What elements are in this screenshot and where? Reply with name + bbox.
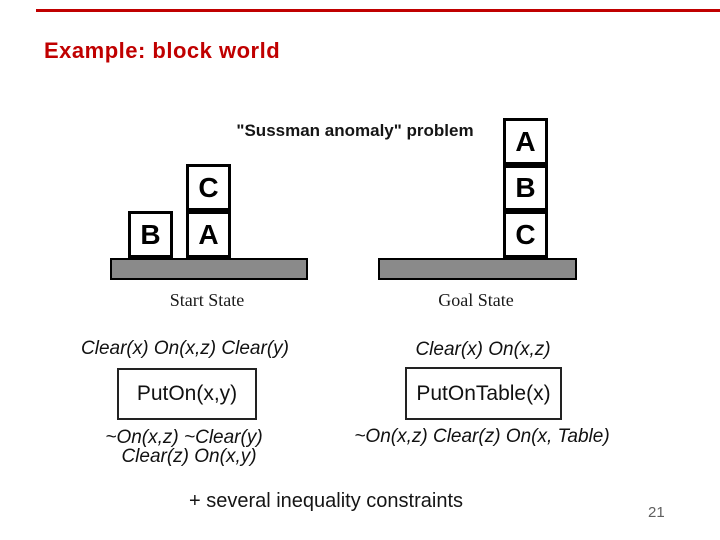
start-table-bar [110,258,308,280]
start-block-a: A [186,211,231,258]
start-state-label: Start State [169,290,245,310]
page-number: 21 [648,504,665,521]
sussman-anomaly-caption: "Sussman anomaly" problem [236,121,474,140]
inequality-constraints-note: + several inequality constraints [188,490,464,512]
goal-block-a: A [503,118,548,165]
goal-block-b: B [503,165,548,211]
putontable-operator-box: PutOnTable(x) [405,367,562,420]
start-block-b: B [128,211,173,258]
slide-title: Example: block world [44,38,281,63]
puton-preconditions: Clear(x) On(x,z) Clear(y) [81,338,289,359]
goal-block-c: C [503,211,548,258]
goal-state-label: Goal State [438,290,514,310]
puton-operator-box: PutOn(x,y) [117,368,257,420]
puton-operator-name: PutOn(x,y) [136,382,238,405]
putontable-operator-name: PutOnTable(x) [416,381,551,405]
puton-effects-line2: Clear(z) On(x,y) [121,446,257,467]
puton-effects-line1: ~On(x,z) ~Clear(y) [105,427,263,448]
putontable-effects: ~On(x,z) Clear(z) On(x, Table) [354,426,610,447]
top-accent-line [36,9,720,12]
putontable-preconditions: Clear(x) On(x,z) [415,339,551,360]
goal-table-bar [378,258,577,280]
start-block-c: C [186,164,231,211]
